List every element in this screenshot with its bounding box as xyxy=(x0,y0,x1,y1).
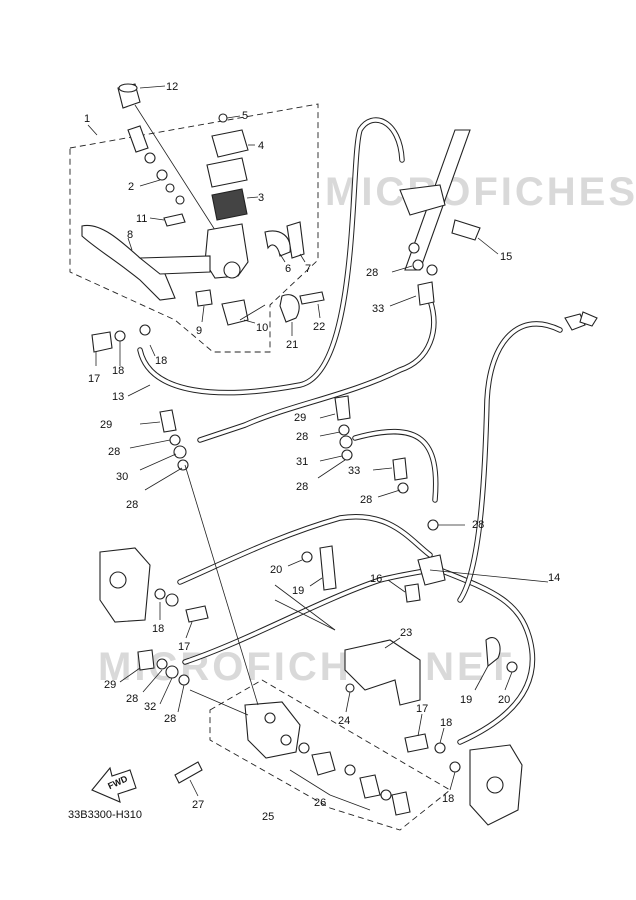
rear-caliper-right xyxy=(404,713,523,826)
callout-18d: 18 xyxy=(440,717,452,729)
watermark-bottom: MICROFICHES.NET xyxy=(98,645,514,689)
callout-19a: 19 xyxy=(292,585,304,597)
bolt-11 xyxy=(149,213,186,227)
callout-25: 25 xyxy=(262,811,274,823)
callout-3: 3 xyxy=(258,192,264,204)
callout-23: 23 xyxy=(400,627,412,639)
union-bolt-29-mid xyxy=(129,409,189,491)
callout-6: 6 xyxy=(285,263,291,275)
hose-14 xyxy=(437,567,536,745)
callout-29b: 29 xyxy=(294,412,306,424)
callout-22: 22 xyxy=(313,321,325,333)
bracket-23 xyxy=(344,637,421,713)
callout-31: 31 xyxy=(296,456,308,468)
fwd-arrow-icon: FWD xyxy=(91,766,137,803)
callout-18a: 18 xyxy=(112,365,124,377)
group-box-valve-assembly xyxy=(209,679,451,831)
callout-17c: 17 xyxy=(416,703,428,715)
callout-28a: 28 xyxy=(366,267,378,279)
callout-21: 21 xyxy=(286,339,298,351)
callout-28h: 28 xyxy=(126,693,138,705)
union-bolt-29-right xyxy=(317,395,353,479)
union-bolt-29-bottom xyxy=(119,649,190,713)
callout-24: 24 xyxy=(338,715,350,727)
callout-20a: 20 xyxy=(270,564,282,576)
callout-28d: 28 xyxy=(296,431,308,443)
callout-4: 4 xyxy=(258,140,264,152)
callout-26: 26 xyxy=(314,797,326,809)
clamp-19-mid xyxy=(287,545,337,591)
cap-4 xyxy=(211,129,255,158)
callout-1: 1 xyxy=(84,113,90,125)
callout-33b: 33 xyxy=(348,465,360,477)
hose-holder-bracket xyxy=(399,184,481,241)
callout-11: 11 xyxy=(136,213,147,225)
callout-2: 2 xyxy=(128,181,134,193)
callout-18b: 18 xyxy=(155,355,167,367)
callout-28c: 28 xyxy=(126,499,138,511)
piston-kit-2 xyxy=(127,125,185,205)
hose-13 xyxy=(137,117,405,396)
callout-28g: 28 xyxy=(472,519,484,531)
hose-upper-right xyxy=(197,297,437,443)
callout-10: 10 xyxy=(256,322,268,334)
callout-17a: 17 xyxy=(88,373,100,385)
callout-27: 27 xyxy=(192,799,204,811)
callout-7: 7 xyxy=(305,263,311,275)
screw-22 xyxy=(299,291,325,319)
hose-left-upper xyxy=(177,513,433,585)
callout-13: 13 xyxy=(112,391,124,403)
switch-10 xyxy=(221,299,256,326)
callout-28i: 28 xyxy=(164,713,176,725)
callout-28b: 28 xyxy=(108,446,120,458)
callout-32: 32 xyxy=(144,701,156,713)
callout-18e: 18 xyxy=(442,793,454,805)
watermark-top: MICROFICHES.NET xyxy=(325,170,636,214)
group-box-master-cylinder xyxy=(69,103,319,353)
callout-30: 30 xyxy=(116,471,128,483)
union-bolt-33-mid xyxy=(372,457,465,531)
union-bolt-33-top xyxy=(389,242,438,307)
reservoir-cap-12 xyxy=(117,83,141,109)
diaphragm-plate xyxy=(206,157,248,188)
hose-clip-right xyxy=(564,311,598,331)
bracket-6 xyxy=(264,230,291,263)
clamp-19-right xyxy=(474,637,518,691)
callout-28e: 28 xyxy=(296,481,308,493)
diaphragm-3 xyxy=(211,188,259,221)
callout-5: 5 xyxy=(242,110,248,122)
bolt-7 xyxy=(286,221,306,263)
callout-14: 14 xyxy=(548,572,560,584)
callout-17b: 17 xyxy=(178,641,190,653)
brake-lever-8 xyxy=(81,224,211,301)
callout-16: 16 xyxy=(370,573,382,585)
union-bolt-17-top xyxy=(91,324,156,366)
nut-9 xyxy=(195,289,213,323)
callout-28f: 28 xyxy=(360,494,372,506)
screw-5 xyxy=(218,113,241,123)
hose-left-lower xyxy=(182,567,433,665)
callout-19b: 19 xyxy=(460,694,472,706)
holder-21 xyxy=(279,294,300,336)
hose-mid xyxy=(352,428,439,503)
callout-15: 15 xyxy=(500,251,512,263)
callout-9: 9 xyxy=(196,325,202,337)
delay-valve-body xyxy=(184,464,301,759)
bolt-27 xyxy=(174,761,203,797)
callout-29a: 29 xyxy=(100,419,112,431)
master-cylinder-body xyxy=(204,223,249,279)
callout-12: 12 xyxy=(166,81,178,93)
callout-29c: 29 xyxy=(104,679,116,691)
hose-rear-right xyxy=(457,321,563,603)
diagram-code: 33B3300-H310 xyxy=(68,809,142,821)
front-caliper-left xyxy=(99,547,209,639)
callout-20b: 20 xyxy=(498,694,510,706)
callout-8: 8 xyxy=(127,229,133,241)
callout-33a: 33 xyxy=(372,303,384,315)
callout-18c: 18 xyxy=(152,623,164,635)
valve-kit-26 xyxy=(289,742,411,816)
